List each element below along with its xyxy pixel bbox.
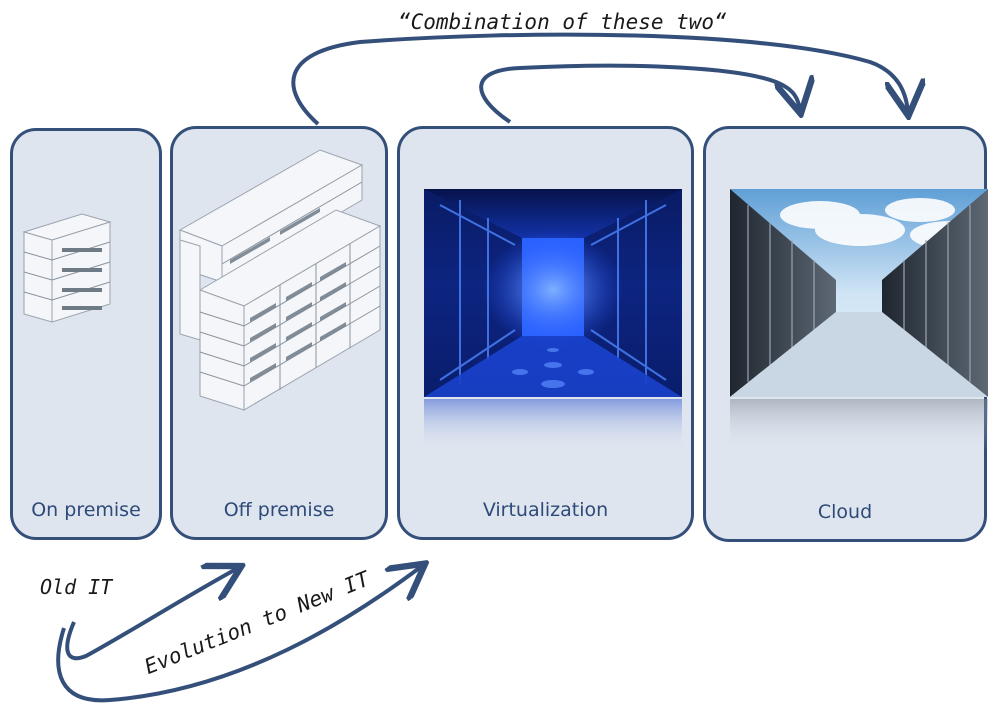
- panel-on-premise-label: On premise: [31, 499, 141, 521]
- panel-virtualization-label: Virtualization: [482, 499, 609, 521]
- cloud-datacenter-image: [730, 189, 990, 451]
- server-farm-icon: [178, 149, 382, 411]
- old-it-arrow: [65, 568, 238, 661]
- server-rack-small-icon: [22, 213, 112, 323]
- evolution-arrow: [56, 566, 422, 703]
- panel-off-premise-label: Off premise: [223, 499, 335, 521]
- combination-annotation: “Combination of these two“: [398, 10, 727, 34]
- panel-cloud-label: Cloud: [817, 501, 873, 523]
- panel-on-premise: On premise: [10, 128, 162, 540]
- combination-arrow-outer: [291, 32, 908, 126]
- datacenter-corridor-image: [424, 189, 682, 451]
- combination-arrow-inner: [479, 63, 800, 124]
- old-it-annotation: Old IT: [40, 575, 113, 599]
